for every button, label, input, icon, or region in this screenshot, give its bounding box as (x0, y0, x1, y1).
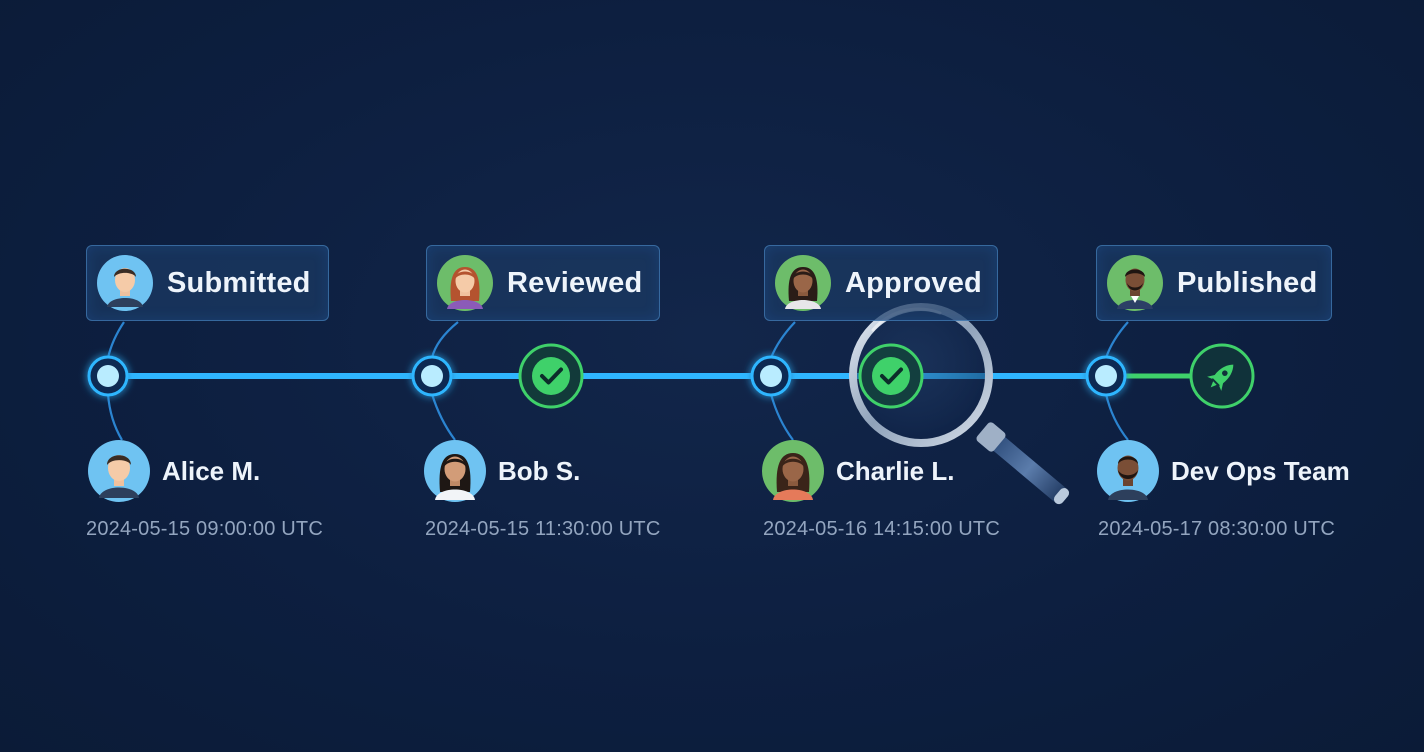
stage-label-published: Published (1096, 245, 1332, 321)
checkmark-icon (518, 343, 584, 409)
timeline-node-2[interactable] (411, 355, 453, 397)
connector-down-2 (430, 393, 456, 441)
timeline-node-1[interactable] (87, 355, 129, 397)
person-name: Alice M. (162, 455, 261, 486)
person-entry-2: Bob S. (424, 440, 580, 502)
connector-down-1 (106, 393, 123, 441)
stage-label-text: Approved (845, 266, 982, 299)
man-beard-avatar (1097, 440, 1159, 502)
man-short-hair-avatar (97, 255, 153, 311)
magnifier-handle (976, 422, 1070, 505)
connector-up-2 (430, 321, 459, 359)
woman-avatar (775, 255, 831, 311)
man-avatar (88, 440, 150, 502)
connector-down-3 (769, 393, 794, 441)
woman-avatar (424, 440, 486, 502)
connector-up-3 (769, 321, 796, 359)
woman-avatar (762, 440, 824, 502)
man-suit-avatar (1107, 255, 1163, 311)
connector-up-1 (106, 321, 125, 359)
timeline-node-3[interactable] (750, 355, 792, 397)
stage-label-reviewed: Reviewed (426, 245, 660, 321)
timestamp-4: 2024-05-17 08:30:00 UTC (1098, 518, 1335, 540)
timestamp-2: 2024-05-15 11:30:00 UTC (425, 518, 661, 540)
timestamp-3: 2024-05-16 14:15:00 UTC (763, 518, 1000, 540)
person-name: Charlie L. (836, 455, 955, 486)
connectors (106, 321, 1129, 441)
person-name: Dev Ops Team (1171, 455, 1350, 486)
timestamp-1: 2024-05-15 09:00:00 UTC (86, 518, 323, 540)
person-entry-4: Dev Ops Team (1097, 440, 1350, 502)
connector-down-4 (1104, 393, 1129, 441)
person-entry-3: Charlie L. (762, 440, 954, 502)
timeline-node-4[interactable] (1085, 355, 1127, 397)
rocket-icon (1189, 343, 1255, 409)
timeline-nodes (87, 355, 1127, 397)
connector-up-4 (1104, 321, 1129, 359)
stage-label-text: Submitted (167, 266, 311, 299)
magnifying-glass-icon (849, 303, 1070, 505)
checkmark-icon (858, 343, 924, 409)
person-name: Bob S. (498, 455, 581, 486)
person-entry-1: Alice M. (88, 440, 260, 502)
stage-label-approved: Approved (764, 245, 998, 321)
stage-label-submitted: Submitted (86, 245, 329, 321)
stage-label-text: Reviewed (507, 266, 643, 299)
stage-label-text: Published (1177, 266, 1318, 299)
woman-red-hair-avatar (437, 255, 493, 311)
